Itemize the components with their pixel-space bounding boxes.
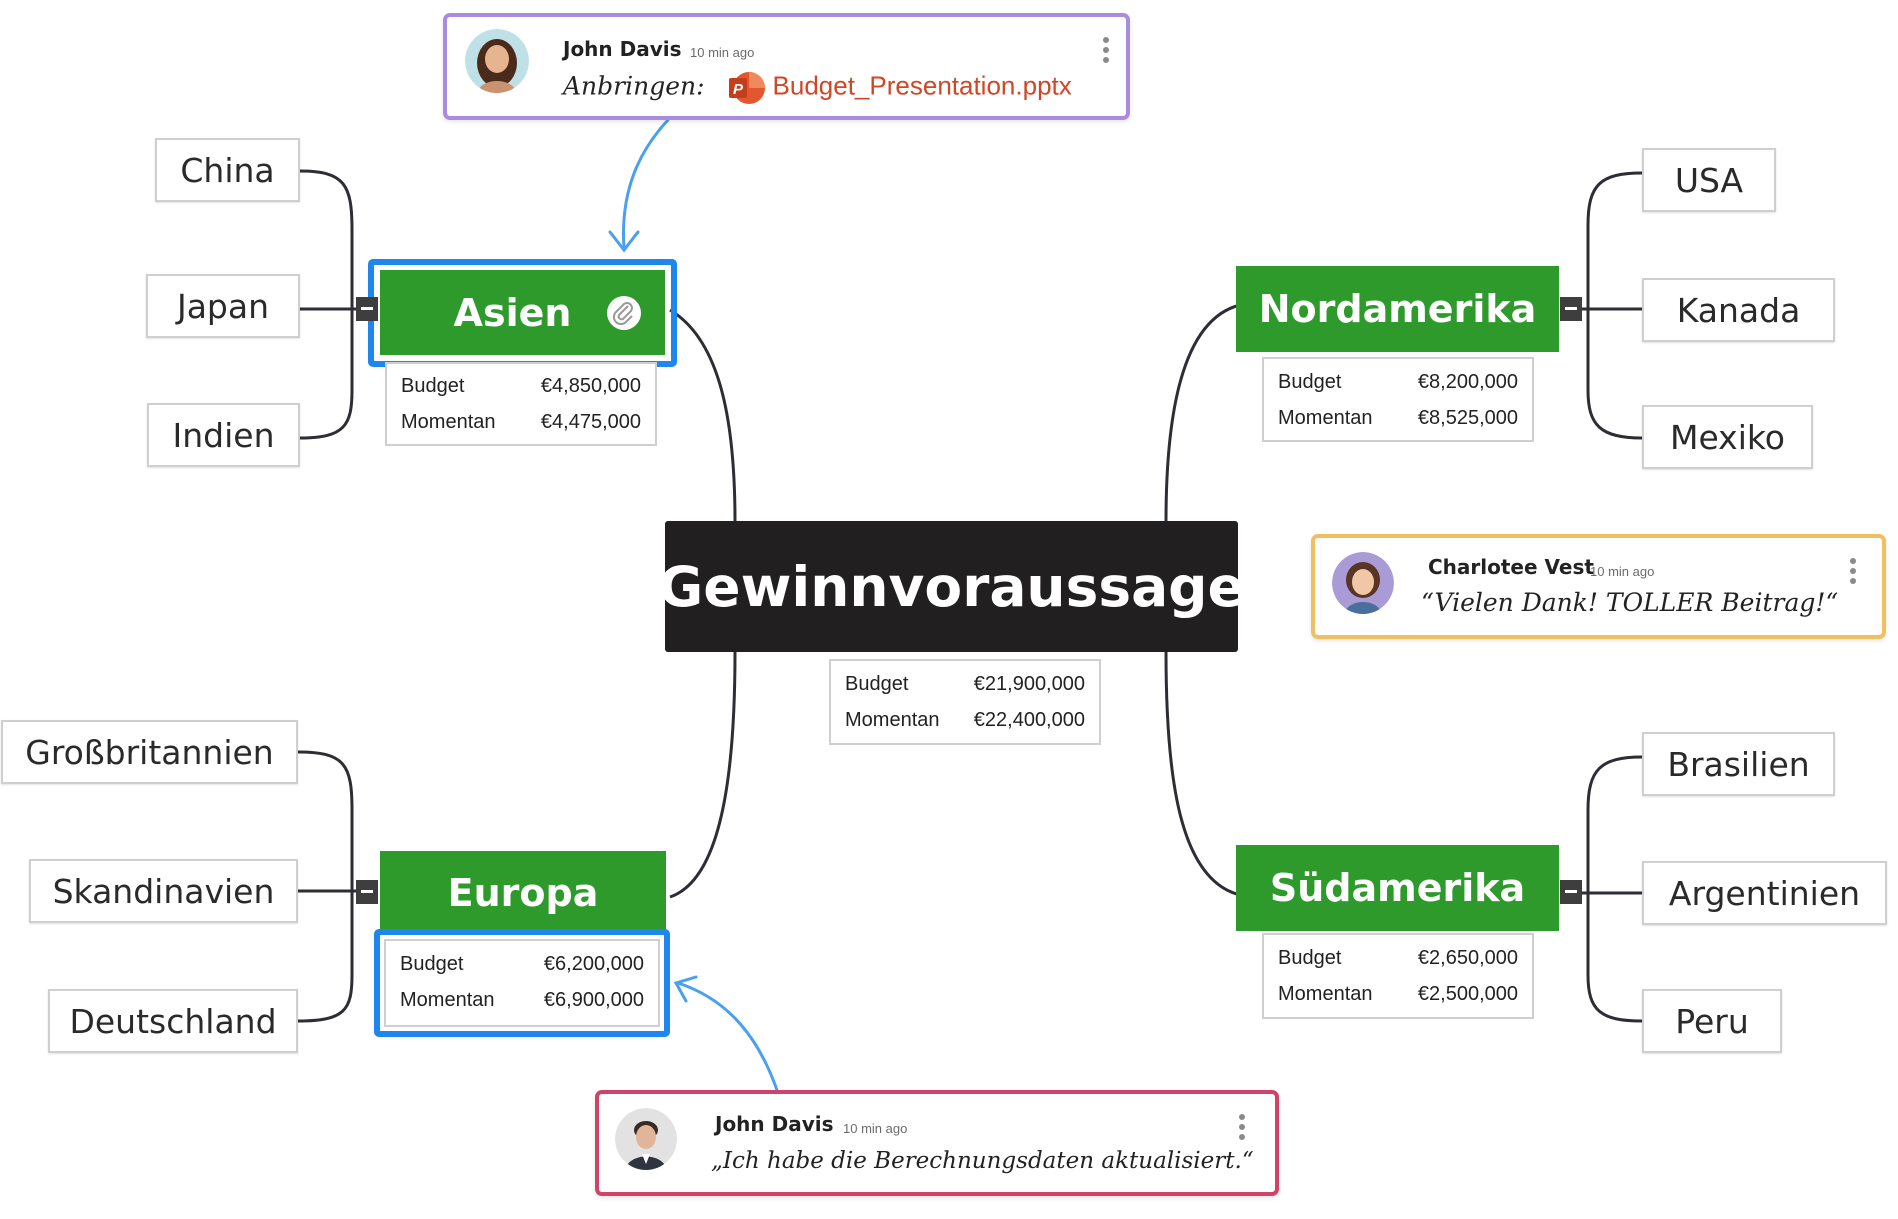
current-label: Momentan — [1278, 982, 1373, 1005]
europa-budget-table: Budget €6,200,000 Momentan €6,900,000 — [384, 939, 660, 1027]
connector-europa-gb — [297, 750, 354, 1023]
budget-value: €21,900,000 — [973, 672, 1085, 695]
connector-central-suedamerika — [1164, 651, 1241, 897]
central-topic[interactable]: Gewinnvoraussage — [658, 521, 1245, 652]
comment-card-update[interactable]: John Davis 10 min ago „Ich habe die Bere… — [595, 1090, 1279, 1196]
budget-label: Budget — [1278, 946, 1342, 969]
collapse-minus-icon[interactable] — [356, 297, 378, 321]
comment-time: 10 min ago — [690, 45, 755, 60]
region-node-europa[interactable]: Europa — [380, 851, 666, 935]
arrow-comment-to-asien-head — [608, 230, 640, 253]
leaf-node-grossbritannien[interactable]: Großbritannien — [1, 720, 298, 784]
comment-author: John Davis — [715, 1112, 834, 1136]
region-label: Nordamerika — [1258, 287, 1537, 331]
current-label: Momentan — [1278, 406, 1373, 429]
budget-label: Budget — [845, 672, 909, 695]
leaf-label: Brasilien — [1667, 744, 1810, 784]
avatar — [615, 1108, 677, 1170]
leaf-node-mexiko[interactable]: Mexiko — [1642, 405, 1813, 469]
leaf-node-kanada[interactable]: Kanada — [1642, 278, 1835, 342]
arrow-comment-to-europa-head — [673, 975, 698, 1003]
connector-central-europa — [669, 651, 737, 899]
more-vertical-icon[interactable] — [1103, 37, 1111, 67]
budget-value: €2,650,000 — [1417, 946, 1518, 969]
current-value: €4,475,000 — [540, 410, 641, 433]
leaf-node-brasilien[interactable]: Brasilien — [1642, 732, 1835, 796]
avatar — [1332, 552, 1394, 614]
connector-central-asien — [669, 308, 737, 523]
attachment-prefix: Anbringen: — [563, 71, 705, 101]
leaf-node-deutschland[interactable]: Deutschland — [48, 989, 298, 1053]
comment-body: „Ich habe die Berechnungsdaten aktualisi… — [711, 1148, 1254, 1174]
comment-body: “Vielen Dank! TOLLER Beitrag!“ — [1421, 588, 1839, 617]
region-node-nordamerika[interactable]: Nordamerika — [1236, 266, 1559, 352]
svg-text:P: P — [733, 81, 744, 98]
arrow-comment-to-europa — [676, 981, 780, 1095]
nordamerika-budget-table: Budget €8,200,000 Momentan €8,525,000 — [1262, 357, 1534, 442]
leaf-node-indien[interactable]: Indien — [147, 403, 300, 467]
leaf-label: China — [180, 150, 275, 190]
selection-highlight-europa — [374, 929, 670, 1037]
leaf-label: Skandinavien — [52, 871, 275, 911]
connector-suedamerika-brasilien — [1586, 755, 1643, 1023]
region-label: Europa — [447, 871, 599, 915]
budget-label: Budget — [1278, 370, 1342, 393]
attachment-file-link[interactable]: Budget_Presentation.pptx — [772, 70, 1072, 101]
comment-time: 10 min ago — [1590, 564, 1655, 579]
budget-label: Budget — [400, 952, 464, 975]
leaf-node-china[interactable]: China — [155, 138, 300, 202]
connector-asien-china — [299, 169, 354, 440]
comment-author: John Davis — [563, 37, 682, 61]
current-label: Momentan — [400, 988, 495, 1011]
central-topic-title: Gewinnvoraussage — [658, 554, 1245, 619]
budget-label: Budget — [401, 374, 465, 397]
region-node-asien[interactable]: Asien — [380, 270, 665, 355]
comment-time: 10 min ago — [843, 1121, 908, 1136]
budget-value: €4,850,000 — [540, 374, 641, 397]
leaf-node-argentinien[interactable]: Argentinien — [1642, 861, 1887, 925]
current-label: Momentan — [401, 410, 496, 433]
region-node-suedamerika[interactable]: Südamerika — [1236, 845, 1559, 931]
asien-budget-table: Budget €4,850,000 Momentan €4,475,000 — [385, 362, 657, 446]
current-value: €8,525,000 — [1417, 406, 1518, 429]
leaf-label: Mexiko — [1669, 417, 1786, 457]
comment-card-attachment[interactable]: John Davis 10 min ago Anbringen: P Budge… — [443, 13, 1130, 120]
leaf-label: Argentinien — [1668, 873, 1861, 913]
central-budget-table: Budget €21,900,000 Momentan €22,400,000 — [829, 659, 1101, 745]
powerpoint-icon: P — [727, 69, 765, 107]
more-vertical-icon[interactable] — [1850, 558, 1858, 588]
leaf-node-japan[interactable]: Japan — [146, 274, 300, 338]
region-label: Südamerika — [1269, 866, 1526, 910]
region-label: Asien — [453, 290, 572, 335]
arrow-comment-to-asien — [621, 118, 670, 250]
leaf-label: Japan — [176, 286, 270, 326]
current-value: €6,900,000 — [543, 988, 644, 1011]
current-value: €2,500,000 — [1417, 982, 1518, 1005]
connector-nordamerika-usa — [1586, 171, 1643, 440]
budget-value: €8,200,000 — [1417, 370, 1518, 393]
comment-author: Charlotee Vest — [1428, 555, 1594, 579]
leaf-label: USA — [1674, 160, 1744, 200]
current-value: €22,400,000 — [973, 708, 1085, 731]
leaf-node-skandinavien[interactable]: Skandinavien — [29, 859, 298, 923]
leaf-node-peru[interactable]: Peru — [1642, 989, 1782, 1053]
leaf-node-usa[interactable]: USA — [1642, 148, 1776, 212]
collapse-minus-icon[interactable] — [356, 880, 378, 904]
current-label: Momentan — [845, 708, 940, 731]
leaf-label: Indien — [172, 415, 275, 455]
collapse-minus-icon[interactable] — [1560, 297, 1582, 321]
comment-body: Anbringen: P Budget_Presentation.pptx — [563, 69, 1072, 107]
leaf-label: Peru — [1675, 1001, 1749, 1041]
budget-value: €6,200,000 — [543, 952, 644, 975]
collapse-minus-icon[interactable] — [1560, 880, 1582, 904]
leaf-label: Kanada — [1676, 290, 1801, 330]
avatar — [465, 29, 529, 93]
paperclip-icon[interactable] — [607, 296, 641, 330]
more-vertical-icon[interactable] — [1239, 1114, 1247, 1144]
comment-card-thanks[interactable]: Charlotee Vest 10 min ago “Vielen Dank! … — [1311, 534, 1886, 639]
leaf-label: Deutschland — [69, 1001, 277, 1041]
connector-central-nordamerika — [1164, 303, 1241, 523]
leaf-label: Großbritannien — [25, 732, 274, 772]
suedamerika-budget-table: Budget €2,650,000 Momentan €2,500,000 — [1262, 933, 1534, 1019]
